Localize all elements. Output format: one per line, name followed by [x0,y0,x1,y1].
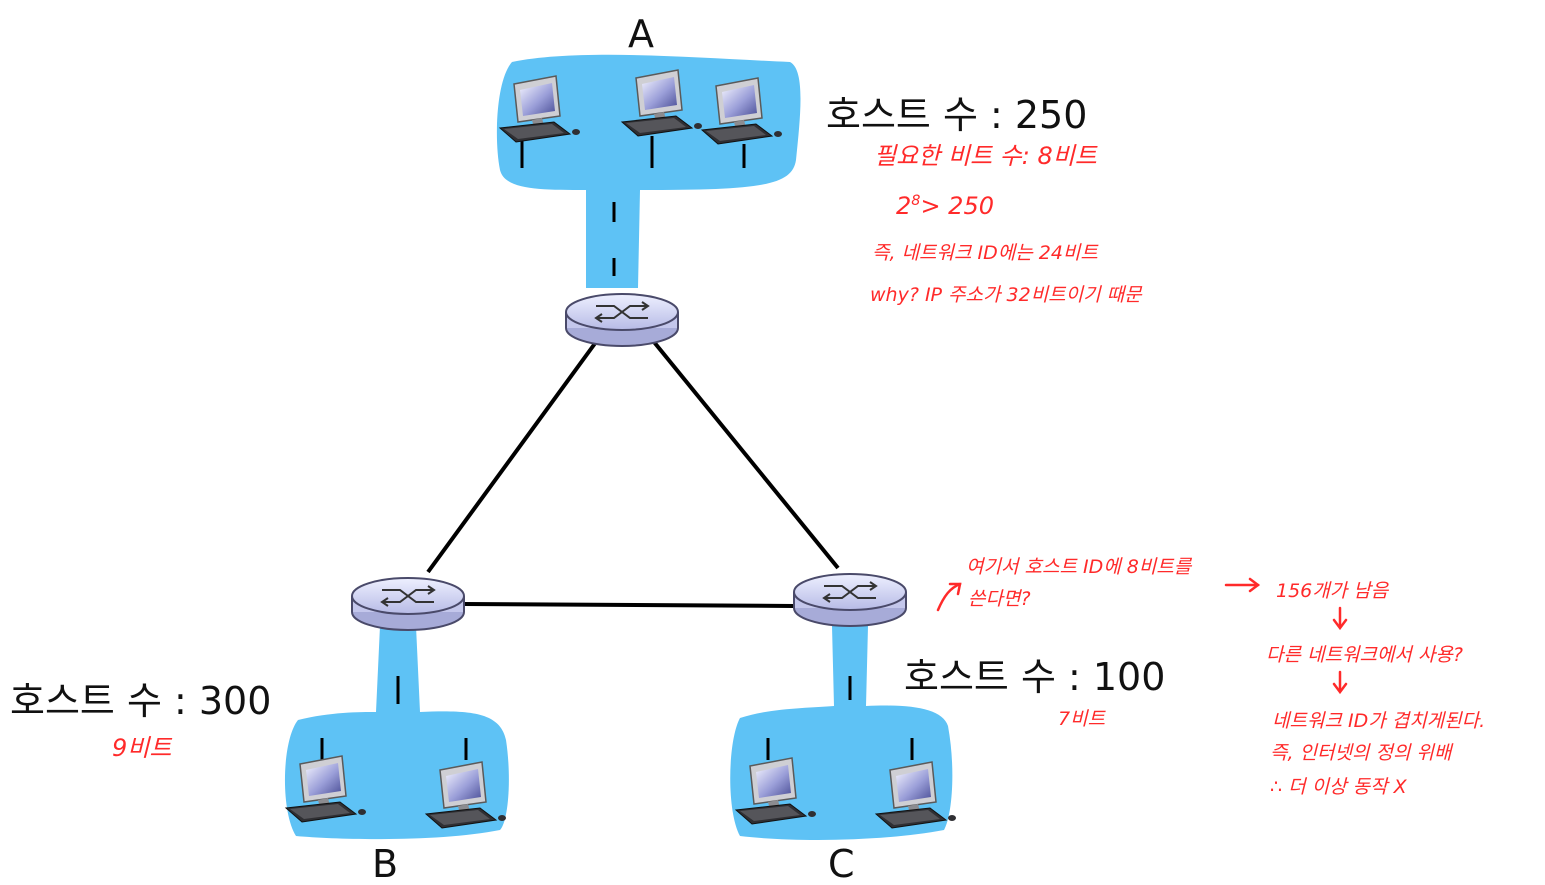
note-a-power-base: 2 [896,192,912,220]
note-a-why: why? IP 주소가 32비트이기 때문 [870,284,1142,306]
router-icon-c [793,573,907,627]
router-icon-b [351,577,465,631]
note-c-conclusion: ∴ 더 이상 동작 X [1270,776,1407,798]
annotation-arrows [936,577,1348,695]
host-count-a: 호스트 수 : 250 [826,93,1088,137]
note-b-bits: 9비트 [112,734,172,762]
link-b-c [463,602,795,608]
link-a-c [652,340,840,570]
network-label-c: C [828,842,855,885]
router-icon-a [565,293,679,347]
host-count-c: 호스트 수 : 100 [904,655,1166,699]
note-c-question-line1: 여기서 호스트 ID에 8비트를 [966,556,1192,578]
note-a-power: 28> 250 [896,192,994,220]
network-label-b: B [372,842,399,885]
note-a-power-exp: 8 [911,193,921,209]
note-a-network-id: 즉, 네트워크 ID에는 24비트 [872,242,1098,264]
host-drop-lines [320,136,914,760]
network-label-a: A [628,12,654,56]
note-c-violation: 즉, 인터넷의 정의 위배 [1270,742,1452,764]
note-c-question-line2: 쓴다면? [968,588,1031,610]
link-a-b [426,340,598,574]
note-c-other-network: 다른 네트워크에서 사용? [1266,644,1463,666]
note-a-power-rest: > 250 [920,192,994,220]
host-count-b: 호스트 수 : 300 [10,679,272,723]
note-c-remaining: 156개가 남음 [1276,580,1389,602]
note-a-required-bits: 필요한 비트 수: 8비트 [874,142,1097,170]
note-c-bits: 7비트 [1058,708,1106,730]
note-c-overlap: 네트워크 ID가 겹치게된다. [1272,710,1486,732]
